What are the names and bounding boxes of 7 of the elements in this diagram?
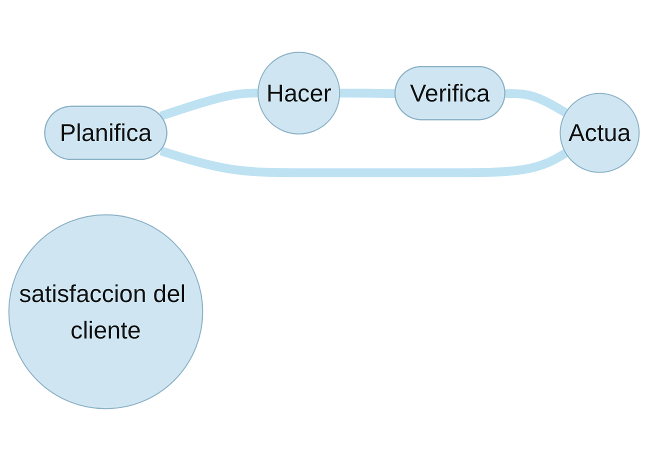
connector — [159, 88, 258, 120]
node-circle: Actua — [560, 92, 640, 173]
node-circle: Hacer — [258, 52, 340, 134]
connector — [340, 88, 396, 98]
connector — [159, 146, 568, 178]
connector — [505, 89, 568, 117]
node-circle: satisfaccion del cliente — [8, 214, 204, 410]
